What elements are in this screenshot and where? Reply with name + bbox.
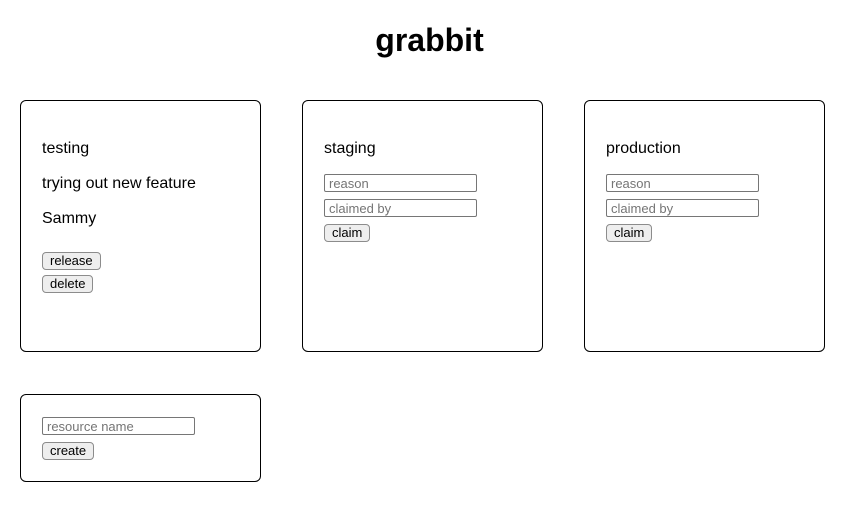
create-card-row: create xyxy=(0,394,859,482)
resource-card-row: testing trying out new feature Sammy rel… xyxy=(0,100,859,352)
claim-reason-text: trying out new feature xyxy=(42,175,196,192)
claimed-by-input[interactable] xyxy=(606,199,759,217)
claimed-by-input[interactable] xyxy=(324,199,477,217)
delete-button-row: delete xyxy=(42,275,239,293)
claim-form: claim xyxy=(324,174,521,242)
claim-button[interactable]: claim xyxy=(324,224,371,242)
reason-input[interactable] xyxy=(606,174,759,192)
create-button[interactable]: create xyxy=(42,442,95,460)
resource-name: testing xyxy=(42,140,90,157)
release-button-row: release xyxy=(42,252,239,270)
reason-input[interactable] xyxy=(324,174,477,192)
resource-name: staging xyxy=(324,140,376,157)
claim-form: claim xyxy=(606,174,803,242)
resource-card-production: production claim xyxy=(584,100,825,352)
create-button-row: create xyxy=(42,442,239,460)
delete-button[interactable]: delete xyxy=(42,275,94,293)
create-resource-card: create xyxy=(20,394,261,482)
claimed-by-text: Sammy xyxy=(42,210,97,227)
app-title: grabbit xyxy=(375,22,484,58)
claim-button[interactable]: claim xyxy=(606,224,653,242)
resource-card-testing: testing trying out new feature Sammy rel… xyxy=(20,100,261,352)
resource-name: production xyxy=(606,140,681,157)
release-button[interactable]: release xyxy=(42,252,101,270)
resource-card-staging: staging claim xyxy=(302,100,543,352)
resource-name-input[interactable] xyxy=(42,417,195,435)
